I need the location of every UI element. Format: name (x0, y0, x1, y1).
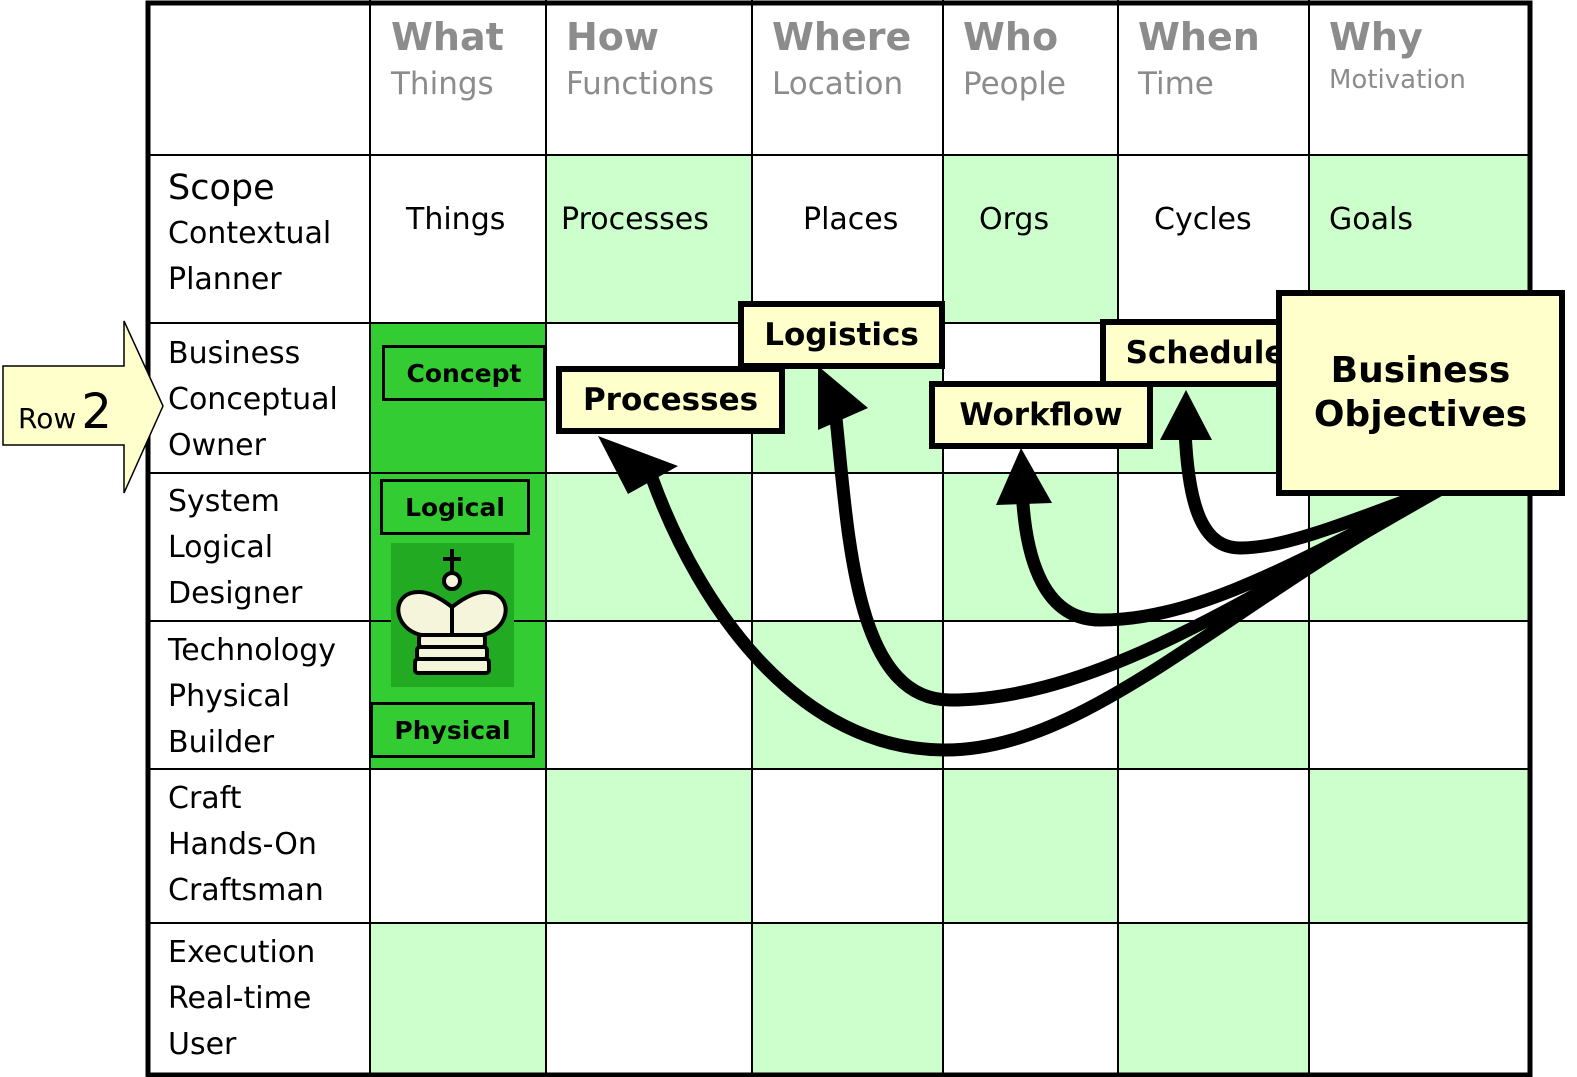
row-execution-line1: Execution (168, 935, 316, 970)
row-execution-line2: Real-time (168, 981, 312, 1016)
row-business-line3: Owner (168, 428, 266, 463)
business-objectives-line2: Objectives (1313, 394, 1528, 435)
processes-box: Processes (556, 366, 785, 434)
cell-scope-who (943, 155, 1118, 323)
header-where-subtitle: Location (772, 66, 904, 102)
row-scope-line2: Contextual (168, 216, 332, 251)
row-scope-line3: Planner (168, 262, 282, 297)
header-who-subtitle: People (963, 66, 1066, 102)
cell-craft-how (546, 769, 752, 923)
scope-how-cell: Processes (561, 202, 709, 237)
row-system-line1: System (168, 484, 280, 519)
row-business-line1: Business (168, 336, 301, 371)
physical-box: Physical (370, 702, 535, 758)
row-label-technology: Technology Physical Builder (168, 628, 336, 766)
concept-box: Concept (382, 345, 546, 401)
cell-exec-what (370, 923, 546, 1077)
schedule-box: Schedule (1100, 319, 1311, 387)
header-when-title: When (1138, 15, 1260, 59)
arrow-to-schedule (1178, 423, 1457, 555)
row-label-scope: Scope Contextual Planner (168, 165, 331, 303)
cell-system-how (546, 473, 752, 621)
arrow-to-logistics (827, 393, 1457, 707)
row-arrow-icon (2, 320, 164, 494)
logistics-box: Logistics (738, 301, 945, 369)
arrowhead-schedule (1160, 390, 1212, 440)
scope-what-cell: Things (406, 202, 506, 237)
row-label-system: System Logical Designer (168, 479, 302, 617)
row-arrow-word: Row (18, 402, 77, 435)
scope-who-cell: Orgs (979, 202, 1050, 237)
header-what-title: What (391, 15, 504, 59)
row-label-execution: Execution Real-time User (168, 930, 315, 1068)
row-system-line2: Logical (168, 530, 274, 565)
header-where-title: Where (772, 15, 912, 59)
header-who-title: Who (963, 15, 1059, 59)
row-craft-line1: Craft (168, 781, 242, 816)
cell-craft-why (1309, 769, 1530, 923)
header-why-subtitle: Motivation (1329, 65, 1466, 95)
scope-where-cell: Places (803, 202, 899, 237)
row-craft-line2: Hands-On (168, 827, 317, 862)
row-execution-line3: User (168, 1027, 237, 1062)
row-technology-line1: Technology (168, 633, 337, 668)
business-objectives-box: Business Objectives (1276, 290, 1565, 496)
scope-why-cell: Goals (1329, 202, 1413, 237)
row-scope-line1: Scope (168, 168, 275, 208)
cell-scope-how (546, 155, 752, 323)
header-how-subtitle: Functions (566, 66, 715, 102)
row-system-line3: Designer (168, 576, 303, 611)
row-label-craft: Craft Hands-On Craftsman (168, 776, 324, 914)
header-what-subtitle: Things (391, 66, 494, 102)
arrow-to-workflow (1015, 477, 1457, 627)
arrowhead-logistics (818, 366, 868, 430)
row-label-business: Business Conceptual Owner (168, 331, 338, 469)
workflow-box: Workflow (929, 381, 1153, 449)
cell-craft-who (943, 769, 1118, 923)
row-business-line2: Conceptual (168, 382, 338, 417)
header-when-subtitle: Time (1138, 66, 1214, 102)
row-arrow-number: 2 (81, 384, 112, 440)
logical-box: Logical (380, 479, 530, 535)
arrowhead-workflow (996, 448, 1052, 505)
row-technology-line3: Builder (168, 725, 275, 760)
row-technology-line2: Physical (168, 679, 291, 714)
cell-exec-when (1118, 923, 1309, 1077)
cell-exec-where (752, 923, 943, 1077)
header-why-title: Why (1329, 15, 1423, 59)
row-craft-line3: Craftsman (168, 873, 324, 908)
chess-king-icon (391, 543, 514, 687)
scope-when-cell: Cycles (1154, 202, 1252, 237)
arrow-to-processes (645, 471, 1457, 757)
business-objectives-line1: Business (1330, 350, 1511, 391)
header-how-title: How (566, 15, 660, 59)
arrowhead-processes (598, 436, 678, 494)
row-arrow-label: Row 2 (18, 388, 112, 436)
